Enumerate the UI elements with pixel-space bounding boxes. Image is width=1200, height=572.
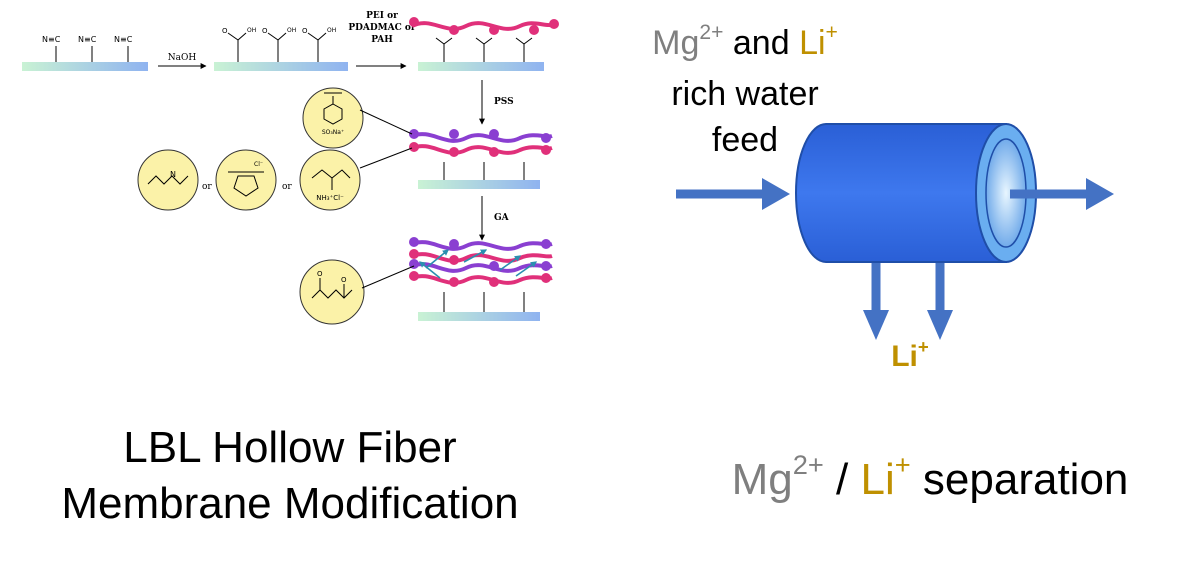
or-word-1: or <box>202 182 212 192</box>
carboxylate-stems <box>443 292 525 312</box>
feed-label-line2: rich water <box>671 75 819 113</box>
or-word-2: or <box>282 182 292 192</box>
pss-label: PSS <box>494 97 514 107</box>
step1-pan-substrate: N≡C N≡C N≡C <box>22 35 148 71</box>
nitrile-group: N≡C <box>78 35 97 62</box>
naoh-arrow: NaOH <box>158 53 207 69</box>
ga-label: GA <box>494 213 510 223</box>
caption-mg-charge: 2+ <box>792 449 824 481</box>
feed-mg-text: Mg <box>652 24 700 62</box>
permeate-li-label: Li+ <box>880 336 940 374</box>
caption-li-text: Li <box>860 455 895 504</box>
feed-and-text: and <box>723 24 800 62</box>
pdadmac-structure-label: Cl⁻ <box>254 161 263 168</box>
polyanion-chain <box>411 240 553 251</box>
retentate-arrow-head <box>1086 178 1114 210</box>
polycation-arrow: PEI or PDADMAC or PAH <box>348 11 416 69</box>
step5-crosslinked-multilayer <box>409 237 553 321</box>
substrate-bar <box>418 312 540 321</box>
permeate-li-charge: + <box>917 335 929 357</box>
carbonyl-o: O <box>302 27 308 35</box>
right-caption: Mg2+ / Li+ separation <box>690 449 1170 513</box>
caption-mg-text: Mg <box>731 455 793 504</box>
carbonyl-o: O <box>222 27 228 35</box>
pdadmac-molecule: Cl⁻ <box>215 149 277 211</box>
nitrile-group: N≡C <box>114 35 133 62</box>
polycation-pointer-line <box>359 147 413 169</box>
ga-arrow: GA <box>479 196 510 241</box>
positive-charges <box>409 17 559 35</box>
feed-label-line1: Mg2+ and Li+ <box>615 20 875 71</box>
feed-label-line3: feed <box>711 121 779 159</box>
charge-dots <box>409 129 551 157</box>
carboxyl-group: O OH <box>222 27 256 62</box>
caption-li-charge: + <box>894 449 911 481</box>
nitrile-text: N≡C <box>114 35 133 44</box>
charge-dots <box>409 237 551 287</box>
polycation-chain <box>411 21 557 31</box>
substrate-bar <box>214 62 348 71</box>
substrate-bar <box>418 62 544 71</box>
carboxylate-stems <box>435 37 533 62</box>
feed-arrow-head <box>762 178 790 210</box>
feed-mg-charge: 2+ <box>699 20 724 44</box>
hydroxyl-text: OH <box>327 27 336 34</box>
feed-label: Mg2+ and Li+ rich water feed <box>615 20 875 163</box>
permeate-arrow-2-head <box>927 310 953 340</box>
permeate-arrow-1-head <box>863 310 889 340</box>
pss-pointer-line <box>359 109 413 135</box>
step4-bilayer <box>409 129 553 189</box>
carboxylate-stems <box>443 162 525 180</box>
pss-molecule: SO₃Na⁺ <box>302 87 364 149</box>
nitrile-group: N≡C <box>42 35 61 62</box>
carboxyl-group: O OH <box>262 27 296 62</box>
nitrile-text: N≡C <box>78 35 97 44</box>
polycation-chain <box>411 144 553 155</box>
reagent-pah-label: PAH <box>371 35 393 45</box>
polyanion-chain <box>411 132 553 143</box>
pss-arrow: PSS <box>479 80 514 125</box>
pah-molecule: NH₃⁺Cl⁻ <box>299 149 361 211</box>
hydroxyl-text: OH <box>247 27 256 34</box>
permeate-li-text: Li <box>891 340 918 373</box>
step2-hydrolyzed-substrate: O OH O OH O OH <box>214 27 348 71</box>
substrate-bar <box>418 180 540 189</box>
polycation-chain <box>411 252 553 263</box>
ga-pointer-line <box>361 265 415 289</box>
reagent-pdadmac-label: PDADMAC or <box>348 23 416 33</box>
pei-molecule: N <box>137 149 199 211</box>
pss-structure-label: SO₃Na⁺ <box>322 129 344 136</box>
fiber-body <box>795 123 1007 263</box>
ga-molecule: O O <box>299 259 365 325</box>
carbonyl-o: O <box>262 27 268 35</box>
reagent-pei-label: PEI or <box>366 11 398 21</box>
hydroxyl-text: OH <box>287 27 296 34</box>
pah-structure-label: NH₃⁺Cl⁻ <box>316 194 344 202</box>
substrate-bar <box>22 62 148 71</box>
feed-li-charge: + <box>825 20 838 44</box>
caption-separation-text: separation <box>910 455 1129 504</box>
left-caption-line2: Membrane Modification <box>61 479 519 528</box>
hollow-fiber-module <box>676 123 1114 340</box>
ga-o-left: O <box>317 270 323 278</box>
polycation-chain <box>411 274 553 285</box>
feed-li-text: Li <box>799 24 826 62</box>
caption-slash: / <box>823 455 861 504</box>
ga-o-right: O <box>341 276 347 284</box>
carboxyl-group: O OH <box>302 27 336 62</box>
step3-polycation-layer <box>409 17 559 71</box>
naoh-label: NaOH <box>168 53 197 63</box>
left-caption: LBL Hollow Fiber Membrane Modification <box>20 420 560 532</box>
pei-structure-label: N <box>170 170 176 179</box>
crosslinks <box>419 249 538 279</box>
left-caption-line1: LBL Hollow Fiber <box>123 423 457 472</box>
nitrile-text: N≡C <box>42 35 61 44</box>
